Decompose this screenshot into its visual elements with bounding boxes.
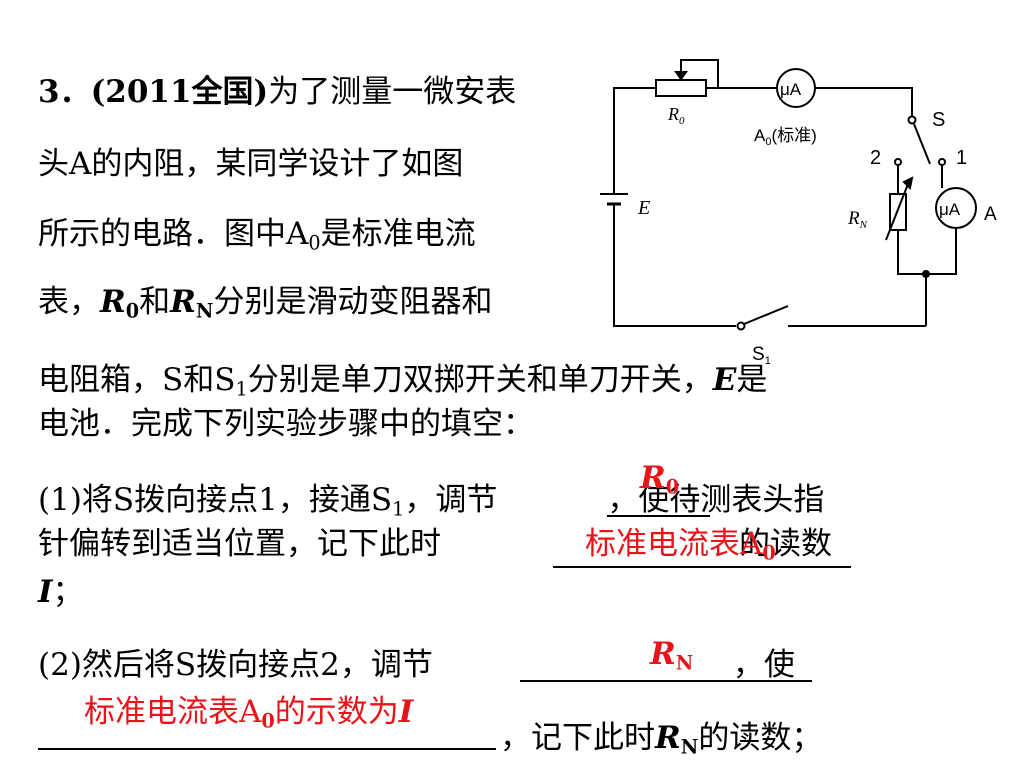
junction-dot: [922, 270, 930, 278]
problem-line-3: 所示的电路．图中A0是标准电流: [38, 212, 476, 256]
problem-line-4: 表，R0和RN分别是滑动变阻器和: [38, 280, 492, 324]
rheostat-r0: [655, 79, 707, 97]
answer-blank-2[interactable]: [553, 566, 851, 568]
contact-1-dot: [938, 158, 946, 166]
label-meter-a: μA: [939, 200, 961, 219]
subscript: 0: [308, 231, 321, 255]
problem-text: 所示的电路．图中A: [38, 216, 309, 252]
answer-subscript: 0: [665, 475, 680, 499]
answer-subscript: N: [675, 651, 694, 675]
var-r: R: [170, 284, 196, 320]
problem-line-6: 电池．完成下列实验步骤中的填空：: [38, 402, 534, 446]
answer-var: R: [650, 636, 676, 672]
step-text: 针偏转到适当位置，记下此时: [38, 526, 441, 562]
answer-blank-1[interactable]: [607, 515, 710, 517]
subscript: 0: [125, 299, 140, 323]
var-r: R: [655, 720, 681, 756]
problem-text: 表，: [38, 284, 100, 320]
problem-text: 分别是滑动变阻器和: [213, 284, 493, 320]
label-contact-1: 1: [956, 147, 967, 169]
problem-text: 是: [736, 362, 768, 398]
answer-1: R0: [640, 458, 679, 498]
wire-bottom-left: [613, 204, 736, 327]
step1-line-2: 针偏转到适当位置，记下此时 的读数: [38, 522, 832, 566]
wire-top-left: [613, 87, 656, 194]
step-text: ，调节: [404, 482, 498, 518]
step-text: (2)然后将S拨向接点2，调节: [38, 647, 433, 683]
step-text: (1)将S拨向接点1，接通S: [38, 482, 393, 518]
contact-2-dot: [894, 158, 902, 166]
switch-s1-contact: [736, 321, 746, 331]
problem-text: 头A的内阻，某同学设计了如图: [38, 146, 464, 182]
answer-subscript: 0: [762, 541, 776, 565]
step2-line-2: ，记下此时RN的读数；: [500, 716, 822, 760]
problem-line-5: 电阻箱，S和S1分别是单刀双掷开关和单刀开关，E是: [38, 358, 767, 402]
wire-branch-2-bottom: [897, 230, 926, 275]
wire-branch-1-bottom: [926, 228, 957, 275]
switch-s1-blade: [743, 305, 789, 325]
problem-text: 电阻箱，S和S: [38, 362, 236, 398]
answer-text: 标准电流表A: [585, 526, 763, 562]
step-text: ，使: [732, 647, 795, 683]
label-e: E: [637, 197, 650, 219]
subscript: 1: [392, 497, 405, 521]
var-e: E: [712, 362, 737, 398]
problem-text: 为了测量一微安表: [268, 74, 517, 110]
step-text: 的读数；: [698, 720, 823, 756]
label-contact-2: 2: [870, 147, 881, 169]
answer-blank-4[interactable]: [38, 748, 496, 750]
answer-var: I: [398, 694, 414, 730]
answer-text: 的示数为: [274, 694, 399, 730]
rheostat-arrow: [674, 71, 688, 81]
answer-4: 标准电流表A0的示数为I: [84, 692, 413, 732]
step-text: 的读数: [739, 526, 832, 562]
label-meter-a0: μA: [780, 80, 802, 99]
label-r0: R0: [667, 104, 685, 127]
step-text: ；: [52, 574, 84, 610]
problem-text: 电池．完成下列实验步骤中的填空：: [38, 406, 534, 442]
answer-blank-3[interactable]: [520, 680, 812, 682]
label-a: A: [984, 204, 997, 225]
step1-line-3: I；: [38, 570, 84, 614]
label-s: S: [932, 109, 945, 131]
problem-line-2: 头A的内阻，某同学设计了如图: [38, 142, 463, 186]
step2-line-1: (2)然后将S拨向接点2，调节 ，使: [38, 643, 795, 687]
rheostat-slider-wire: [680, 59, 719, 88]
answer-2: 标准电流表A0: [585, 524, 776, 564]
label-a0: A0(标准): [754, 126, 817, 148]
subscript: 1: [235, 377, 248, 401]
step1-line-1: (1)将S拨向接点1，接通S1，调节 ，使待测表头指: [38, 478, 824, 522]
problem-text: 分别是单刀双掷开关和单刀开关，: [247, 362, 713, 398]
step-text: ，记下此时: [500, 720, 655, 756]
subscript: N: [680, 735, 699, 759]
answer-text: 标准电流表A: [84, 694, 262, 730]
switch-s-pivot: [907, 115, 917, 125]
problem-text: 和: [139, 284, 171, 320]
label-s1: S1: [752, 344, 771, 367]
var-i: I: [38, 574, 53, 610]
problem-text: 是标准电流: [320, 216, 476, 252]
switch-s-blade: [913, 123, 931, 165]
circuit-diagram: R0 μA A0(标准) S 2 1 E RN μA A S1: [600, 59, 997, 367]
subscript: N: [195, 299, 214, 323]
rn-arrow-head: [902, 176, 914, 191]
rn-arrow-line: [885, 183, 909, 241]
wire-top-right: [815, 87, 913, 116]
problem-line-1: 3．(2011全国)为了测量一微安表: [38, 70, 516, 114]
answer-subscript: 0: [261, 709, 275, 733]
answer-var: R: [640, 460, 666, 496]
step-text: ，使待测表头指: [607, 482, 825, 518]
problem-source: (2011全国): [90, 74, 269, 110]
problem-number: 3．: [38, 74, 91, 110]
label-rn: RN: [847, 208, 868, 231]
var-r: R: [100, 284, 126, 320]
answer-3: RN: [650, 634, 693, 674]
